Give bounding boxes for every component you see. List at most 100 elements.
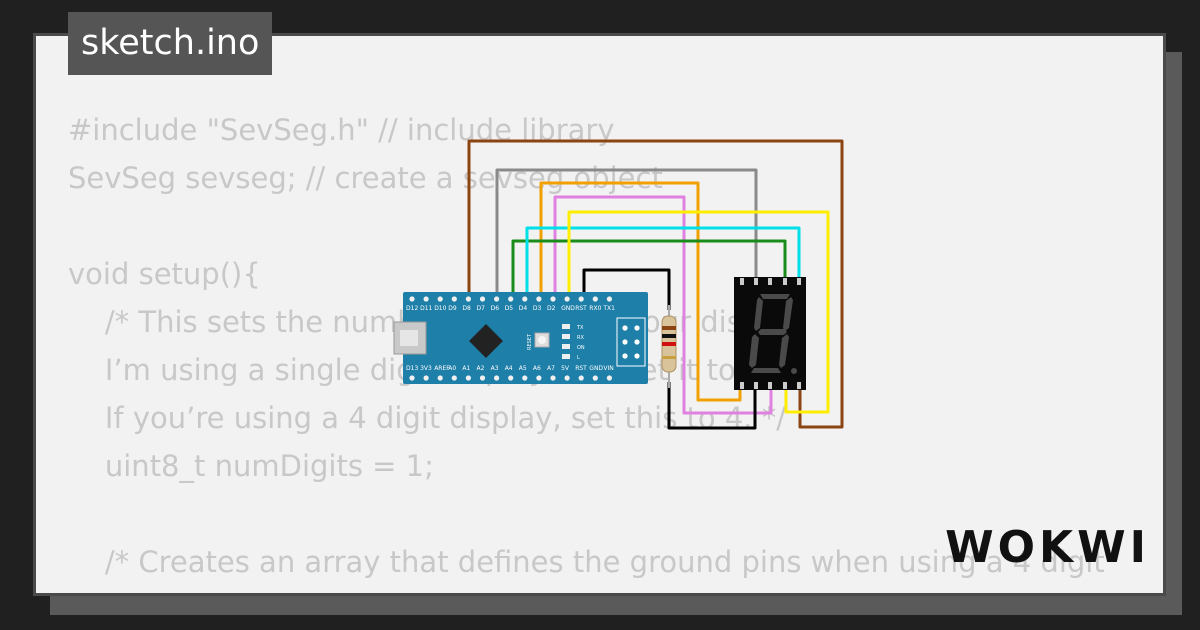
file-tab[interactable]: sketch.ino [68,12,273,75]
status-led [562,334,570,339]
bottom-pin[interactable] [550,375,556,381]
top-pin-label: D10 [434,305,446,312]
display-pin-top[interactable] [797,278,801,285]
wire-orange[interactable] [539,181,742,402]
bottom-pin[interactable] [564,375,570,381]
bottom-pin-label: 5V [561,365,570,372]
top-pin-label: D9 [448,305,457,312]
wire-brown[interactable] [467,139,844,429]
resistor-band-4 [662,356,676,359]
resistor-band-3 [662,342,676,346]
display-pin-top[interactable] [740,278,744,285]
bottom-pin[interactable] [508,375,514,381]
seven-segment-display[interactable] [734,277,806,390]
bottom-pin[interactable] [592,375,598,381]
mcu-chip [469,324,503,358]
top-pin[interactable] [437,296,443,302]
status-led-label: TX [576,325,584,331]
display-pin-bottom[interactable] [797,382,801,389]
status-led [562,344,570,349]
display-pin-bottom[interactable] [754,382,758,389]
bottom-pin-label: A5 [519,365,527,372]
bottom-pin-label: A0 [448,365,456,372]
top-pin[interactable] [409,296,415,302]
top-pin[interactable] [564,296,570,302]
display-pin-top[interactable] [754,278,758,285]
bottom-pin-label: A3 [491,365,499,372]
wires [467,139,844,430]
wire-yellow[interactable] [567,210,830,414]
code-line: SevSeg sevseg; // create a sevseg object [68,161,663,195]
bottom-pin[interactable] [465,375,471,381]
display-pin-bottom[interactable] [740,382,744,389]
reset-label: RESET [527,333,533,350]
bottom-pin[interactable] [494,375,500,381]
display-pin-top[interactable] [783,278,787,285]
top-pin[interactable] [578,296,584,302]
bottom-pin[interactable] [451,375,457,381]
wire-green[interactable] [511,239,787,298]
code-line: #include "SevSeg.h" // include library [68,113,615,147]
top-pin-label: D11 [420,305,432,312]
top-pin-label: D8 [462,305,471,312]
top-pin-label: RX0 [589,305,601,312]
top-pin[interactable] [423,296,429,302]
display-segments [749,294,797,374]
top-pin-label: RST [575,305,587,312]
top-pin[interactable] [479,296,486,302]
bottom-pin-row [409,375,613,381]
bottom-pin-label: A2 [477,365,485,372]
top-pin[interactable] [494,296,500,302]
bottom-pin-label: 3V3 [420,365,432,372]
bottom-pin[interactable] [479,375,486,381]
top-pin-label: D3 [533,305,542,312]
top-pin[interactable] [451,296,457,302]
wire-pink[interactable] [553,195,773,415]
status-led [562,324,570,329]
bottom-pin[interactable] [423,375,429,381]
top-pin[interactable] [606,296,613,302]
wokwi-logo: WOKWI [945,522,1150,573]
bottom-pin[interactable] [522,375,528,381]
top-pin[interactable] [592,296,598,302]
display-pin-bottom[interactable] [768,382,772,389]
top-pin[interactable] [465,296,471,302]
top-pin-label: TX1 [602,305,615,312]
bottom-pin-label: A6 [533,365,541,372]
status-led-label: RX [577,335,584,341]
icsp-header [616,317,646,367]
top-pin[interactable] [536,296,542,302]
code-line: uint8_t numDigits = 1; [68,449,434,483]
top-pin-label: D6 [491,305,500,312]
display-pins [740,278,801,389]
top-pin[interactable] [550,296,556,302]
code-line: void setup(){ [68,257,261,291]
top-pin[interactable] [508,296,514,302]
bottom-pin-label: RST [575,365,587,372]
display-pin-bottom[interactable] [783,382,787,389]
resistor[interactable] [661,305,677,388]
wire-black-res[interactable] [667,382,757,430]
bottom-pin[interactable] [606,375,613,381]
wire-cyan[interactable] [525,226,801,298]
display-pin-top[interactable] [768,278,772,285]
wire-black-gnd[interactable] [582,268,671,310]
bottom-pin[interactable] [409,375,415,381]
bottom-pin[interactable] [437,375,443,381]
status-led [562,354,570,359]
status-led-label: ON [577,345,585,351]
top-pin[interactable] [522,296,528,302]
bottom-pin[interactable] [578,375,584,381]
bottom-pin[interactable] [536,375,542,381]
wire-gray[interactable] [495,168,758,298]
top-pin-label: D12 [406,305,418,312]
reset-button-cap [538,336,546,344]
bottom-pin-label: A4 [505,365,513,372]
icsp-pins [622,325,640,359]
bottom-pin-label: A7 [547,365,555,372]
bottom-pin-label: AREF [434,365,450,372]
